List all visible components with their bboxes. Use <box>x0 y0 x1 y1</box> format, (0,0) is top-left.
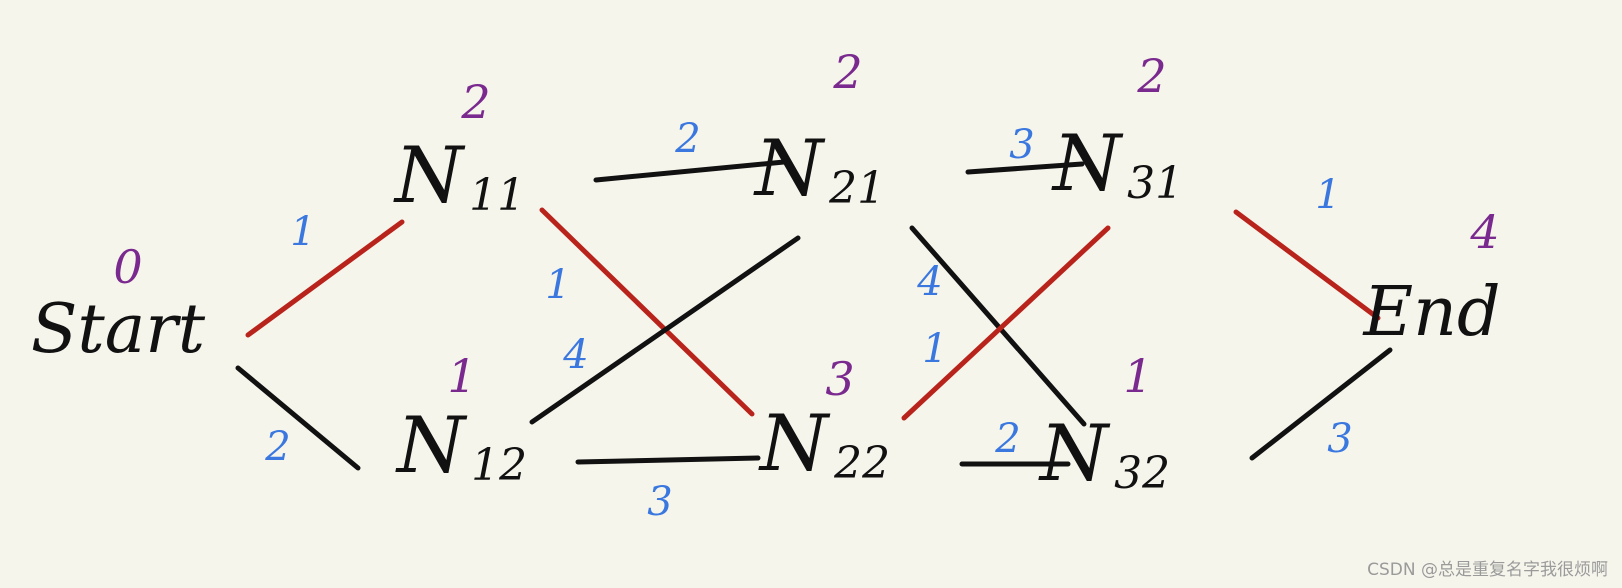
node-subscript-n22: 22 <box>833 438 890 489</box>
node-subscript-n21: 21 <box>828 163 885 214</box>
edge-weight-n21-n31: 3 <box>1009 122 1034 168</box>
edge-n12-n21 <box>529 235 801 425</box>
node-cost-n11: 2 <box>460 75 490 129</box>
edge-weight-n11-n22: 1 <box>545 262 570 308</box>
node-cost-n32: 1 <box>1123 349 1152 403</box>
edge-weight-n12-n21: 4 <box>562 332 588 378</box>
edge-n12-n22 <box>575 455 761 465</box>
node-cost-start: 0 <box>113 240 142 294</box>
node-cost-n21: 2 <box>832 45 862 99</box>
edge-n31-end-highlighted <box>1233 209 1381 321</box>
edge-weight-n11-n21: 2 <box>674 116 700 162</box>
edge-n21-n32 <box>909 225 1087 427</box>
edge-weight-n22-n31: 1 <box>922 326 947 372</box>
node-subscript-n32: 32 <box>1114 448 1170 499</box>
edge-n32-end <box>1249 347 1393 461</box>
edge-weight-n12-n22: 3 <box>647 479 672 525</box>
node-subscript-n12: 12 <box>471 440 527 491</box>
edge-start-n12 <box>235 365 361 471</box>
watermark-text: CSDN @总是重复名字我很烦啊 <box>1367 560 1608 580</box>
edge-n11-n21 <box>593 159 787 183</box>
edge-start-n11-highlighted <box>245 219 405 338</box>
node-cost-n12: 1 <box>447 349 476 403</box>
node-cost-n22: 3 <box>825 352 854 406</box>
edges-layer <box>235 159 1393 471</box>
node-subscript-n31: 31 <box>1127 158 1183 209</box>
edge-weight-n31-end: 1 <box>1315 172 1340 218</box>
edge-weight-n32-end: 3 <box>1327 416 1352 462</box>
edge-weight-n22-n32: 2 <box>994 416 1020 462</box>
node-subscript-n11: 11 <box>469 170 525 221</box>
edge-weight-start-n11: 1 <box>290 209 315 255</box>
edge-weight-n21-n32: 4 <box>916 259 942 305</box>
edge-n21-n31 <box>965 161 1085 175</box>
edge-weight-start-n12: 2 <box>264 424 290 470</box>
node-cost-end: 4 <box>1469 205 1499 259</box>
edge-n22-n31-highlighted <box>901 225 1111 421</box>
node-label-start: Start <box>31 290 206 369</box>
node-label-end: End <box>1362 273 1501 352</box>
edge-n11-n22-highlighted <box>539 207 755 417</box>
node-cost-n31: 2 <box>1136 49 1166 103</box>
